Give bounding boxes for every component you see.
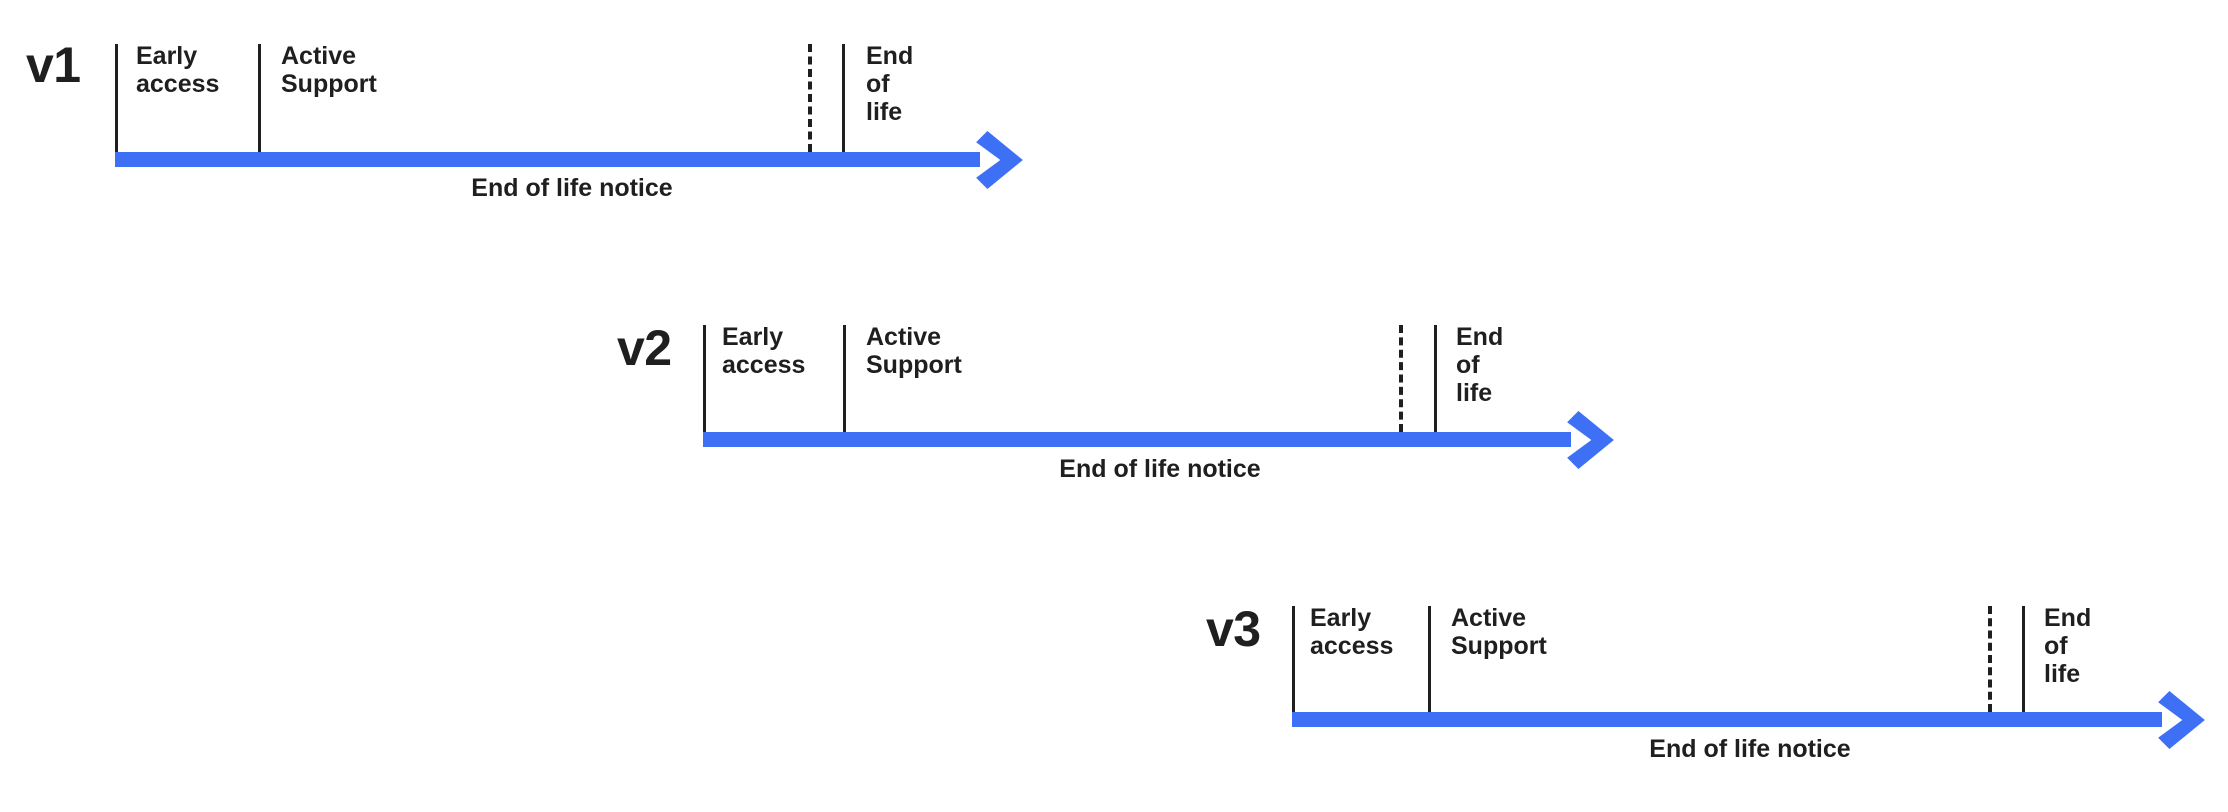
phase-label-early-access-v2: Early access [722, 323, 806, 379]
phase-label-end-of-life-v3: End of life [2044, 604, 2092, 688]
tick-end-of-life-v3 [2022, 606, 2025, 712]
tick-start-v2 [703, 325, 706, 432]
version-label-v2: v2 [617, 320, 672, 376]
tick-end-of-life-v2 [1434, 325, 1437, 432]
version-label-v3: v3 [1206, 601, 1261, 657]
notice-label-v2: End of life notice [1059, 455, 1261, 483]
phase-label-end-of-life-v1: End of life [866, 42, 914, 126]
notice-label-v1: End of life notice [471, 174, 673, 202]
timeline-bar-v3 [1292, 712, 2162, 727]
version-label-v1: v1 [26, 37, 81, 93]
tick-active-support-v3 [1428, 606, 1431, 712]
tick-active-support-v1 [258, 44, 261, 152]
tick-start-v1 [115, 44, 118, 152]
timeline-bar-v1 [115, 152, 980, 167]
arrow-head-icon-v2 [1567, 410, 1614, 469]
phase-label-end-of-life-v2: End of life [1456, 323, 1504, 407]
tick-dashed-eol-notice-v2 [1399, 325, 1403, 432]
phase-label-early-access-v3: Early access [1310, 604, 1394, 660]
phase-label-early-access-v1: Early access [136, 42, 220, 98]
notice-label-v3: End of life notice [1649, 735, 1851, 763]
arrow-head-icon-v3 [2158, 690, 2205, 749]
tick-end-of-life-v1 [842, 44, 845, 152]
phase-label-active-support-v1: Active Support [281, 42, 377, 98]
phase-label-active-support-v2: Active Support [866, 323, 962, 379]
tick-dashed-eol-notice-v3 [1988, 606, 1992, 712]
phase-label-active-support-v3: Active Support [1451, 604, 1547, 660]
tick-active-support-v2 [843, 325, 846, 432]
tick-start-v3 [1292, 606, 1295, 712]
timeline-bar-v2 [703, 432, 1571, 447]
tick-dashed-eol-notice-v1 [808, 44, 812, 152]
arrow-head-icon-v1 [976, 130, 1023, 189]
